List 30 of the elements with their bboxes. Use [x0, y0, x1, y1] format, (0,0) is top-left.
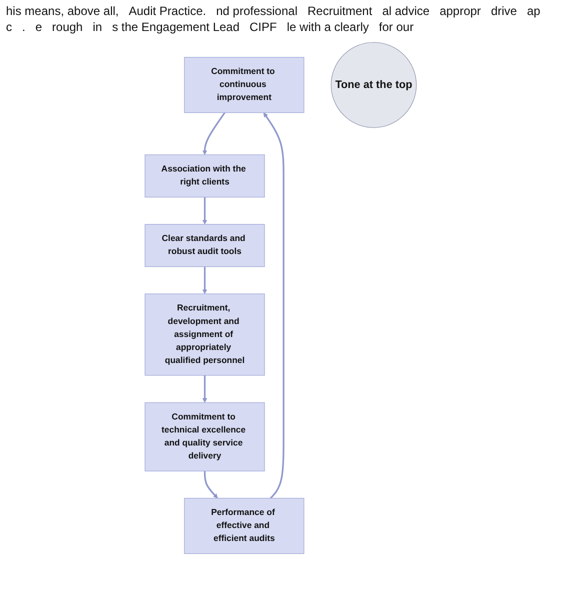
text-fragment: nd professional [216, 4, 298, 18]
node-circle: Tone at the top [331, 42, 417, 128]
arrow [204, 471, 218, 498]
text-fragment: CIPF [250, 20, 277, 34]
text-fragment: le with a clearly [286, 20, 369, 34]
text-fragment: in [92, 20, 102, 34]
node-box: Commitment to technical excellence and quality service delivery [145, 402, 266, 472]
text-fragment: Recruitment [308, 4, 372, 18]
text-fragment: e [35, 20, 42, 34]
text-fragment: appropr [440, 4, 481, 18]
arrow [202, 375, 208, 403]
node-box: Commitment to continuous improvement [184, 56, 305, 113]
node-box: Clear standards and robust audit tools [145, 224, 266, 267]
node-box: Performance of effective and efficient audits [184, 498, 305, 554]
text-fragment: . [22, 20, 26, 34]
text-fragment: s the Engagement Lead [112, 20, 240, 34]
text-fragment: c [6, 20, 12, 34]
arrow [202, 112, 226, 155]
text-fragment: rough [52, 20, 83, 34]
text-fragment: ap [526, 4, 540, 18]
arrow [264, 112, 285, 499]
text-fragment: drive [490, 4, 517, 18]
text-fragment: al advice [382, 4, 430, 18]
text-fragment: Audit Practice. [128, 4, 206, 18]
arrow [202, 266, 208, 294]
text-fragment: his means, above all, [6, 4, 119, 18]
arrow [202, 197, 208, 225]
node-box: Recruitment, development and assignment of appropriately qualified personnel [145, 294, 266, 376]
node-box: Association with the right clients [145, 154, 266, 198]
text-fragment: for our [378, 20, 414, 34]
